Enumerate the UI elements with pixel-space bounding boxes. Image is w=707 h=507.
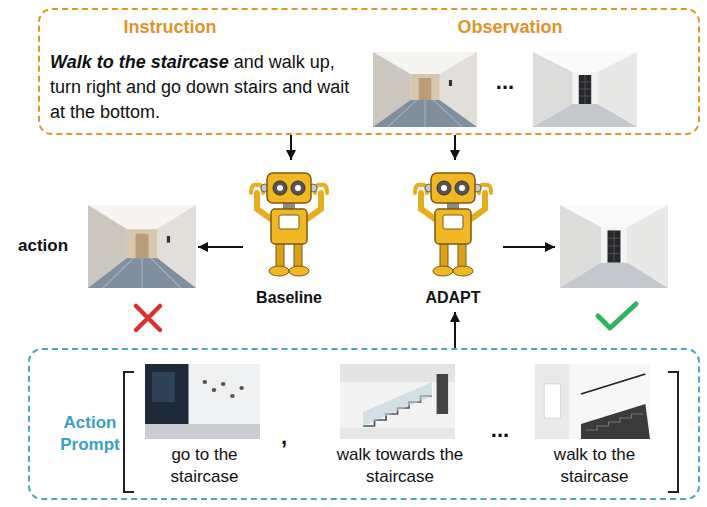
action-output: action [18,203,198,291]
label-text: ... [491,417,509,442]
node-text: go to the staircase [170,445,238,486]
observation-photo [373,52,477,127]
emphasis-text: Walk to the staircase [50,52,229,72]
prompt-photo [535,364,650,439]
text-block: Walk to the staircaseand walk up, turn r… [50,50,350,125]
node-text: ADAPT [425,289,480,306]
flow-arrow [454,312,456,348]
text-block: walk towards the staircase [320,444,480,488]
prompt-item: walk to the staircase [527,364,666,492]
bracket [124,372,134,492]
input-panel: InstructionWalk to the staircaseand walk… [38,8,700,135]
text-block: Action Prompt [48,412,132,456]
text-block: Observation [410,16,610,38]
action-photo [560,205,668,288]
wrong-mark [136,306,160,330]
observation-photo [533,52,637,127]
node-text: Baseline [256,289,322,306]
prompt-photo [145,364,260,439]
wrong-mark [136,306,160,330]
flow-arrow [198,246,243,248]
text-block: ADAPT [407,288,499,308]
separator-mark: ... [490,70,520,94]
text-block: walk to the staircase [527,444,662,488]
node-text: walk to the staircase [554,445,635,486]
prompt-item: go to the staircase [142,364,271,492]
agent-robot: ADAPT [407,160,503,312]
wrong-mark [136,306,160,330]
node-text: Instruction [124,17,217,37]
text-block: Instruction [70,16,270,38]
robot-figure [251,173,327,276]
separator-mark: , [276,425,292,449]
agent-robot: Baseline [243,160,339,312]
action-photo [88,205,196,288]
node-text: walk towards the staircase [337,445,464,486]
robot-figure [415,173,491,276]
prompt-panel: go to the staircase walk towards the stai… [28,348,700,500]
text-block: Baseline [243,288,335,308]
node-text: action [18,236,68,255]
node-text: Observation [457,17,562,37]
prompt-photo [340,364,455,439]
output-arrow [503,246,555,248]
text-block: action [18,235,86,257]
text-block: go to the staircase [142,444,267,488]
separator-mark: ... [485,418,515,442]
prompt-item: walk towards the staircase [320,364,484,492]
label-text: , [281,424,287,449]
flow-arrow [454,135,456,160]
flow-arrow [290,135,292,160]
label-text: ... [496,69,514,94]
node-text: Action Prompt [60,413,120,454]
correct-mark [598,304,636,328]
bracket [668,372,678,492]
